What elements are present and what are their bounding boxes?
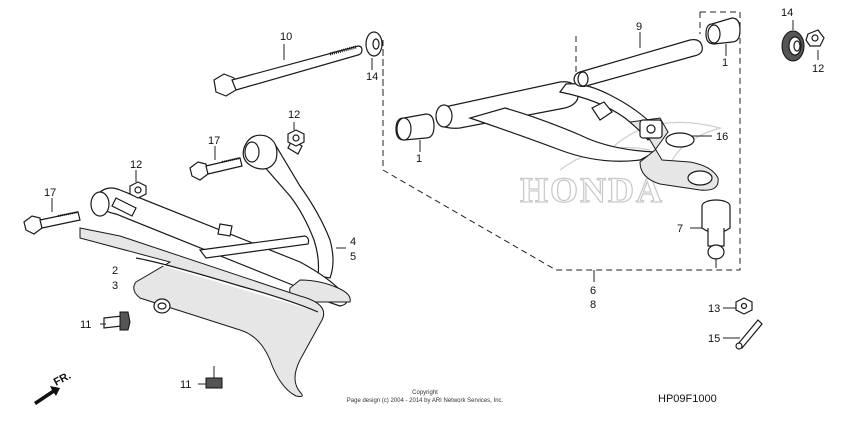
leader-lines [51, 20, 819, 385]
callout-14-right: 14 [781, 7, 793, 19]
bushing-1-right [705, 17, 741, 45]
callout-1-right: 1 [722, 57, 728, 69]
callout-17-lower: 17 [44, 187, 56, 199]
callout-2: 2 [112, 265, 118, 277]
upper-arm-assembly-box [382, 11, 741, 271]
lower-arm [90, 134, 351, 307]
callout-10: 10 [280, 31, 292, 43]
front-direction-indicator: FR. [34, 370, 73, 405]
bolt-11-left [103, 311, 131, 331]
callout-14-left: 14 [366, 71, 378, 83]
bushing-1-left [395, 113, 435, 141]
callout-12-lower: 12 [130, 159, 142, 171]
callout-17-upper: 17 [208, 135, 220, 147]
nut-12-lower [129, 181, 147, 199]
callout-12-right: 12 [812, 63, 824, 75]
nut-12-right [805, 29, 825, 47]
callout-9: 9 [636, 21, 642, 33]
callout-3: 3 [112, 280, 118, 292]
seal-14-right [781, 30, 805, 62]
front-label: FR. [52, 370, 73, 389]
callout-4: 4 [350, 236, 356, 248]
bolt-17-lower [23, 211, 81, 235]
copyright-line1: Copyright [412, 390, 438, 396]
upper-arm [435, 39, 719, 191]
callout-1-left: 1 [416, 153, 422, 165]
nut-12-upper [287, 129, 305, 147]
callout-5: 5 [350, 251, 356, 263]
honda-watermark-text: HONDA [520, 170, 664, 210]
callout-11-bottom: 11 [180, 379, 191, 391]
honda-watermark: HONDA [519, 121, 723, 211]
callout-12-upper: 12 [288, 109, 300, 121]
drawing-code: HP09F1000 [658, 393, 717, 405]
callout-numbers: 10 14 9 14 12 1 1 16 12 17 12 17 7 4 5 2… [44, 7, 824, 391]
callout-7: 7 [677, 223, 683, 235]
bolt-17-upper [189, 157, 243, 181]
bolt-10 [213, 45, 363, 97]
copyright-line2: Page design (c) 2004 - 2014 by ARI Netwo… [347, 398, 504, 404]
bolt-11-bottom [205, 366, 223, 389]
callout-8: 8 [590, 299, 596, 311]
callout-13: 13 [708, 303, 720, 315]
front-arrow-icon [34, 386, 60, 405]
callout-11-left: 11 [80, 319, 91, 331]
callout-15: 15 [708, 333, 720, 345]
skid-plate [79, 227, 325, 397]
washer-14-left [365, 31, 383, 57]
callout-16: 16 [716, 131, 728, 143]
cotter-pin-15 [735, 319, 763, 350]
nut-13 [735, 297, 753, 315]
callout-6: 6 [590, 285, 596, 297]
ball-joint-7 [701, 199, 731, 268]
